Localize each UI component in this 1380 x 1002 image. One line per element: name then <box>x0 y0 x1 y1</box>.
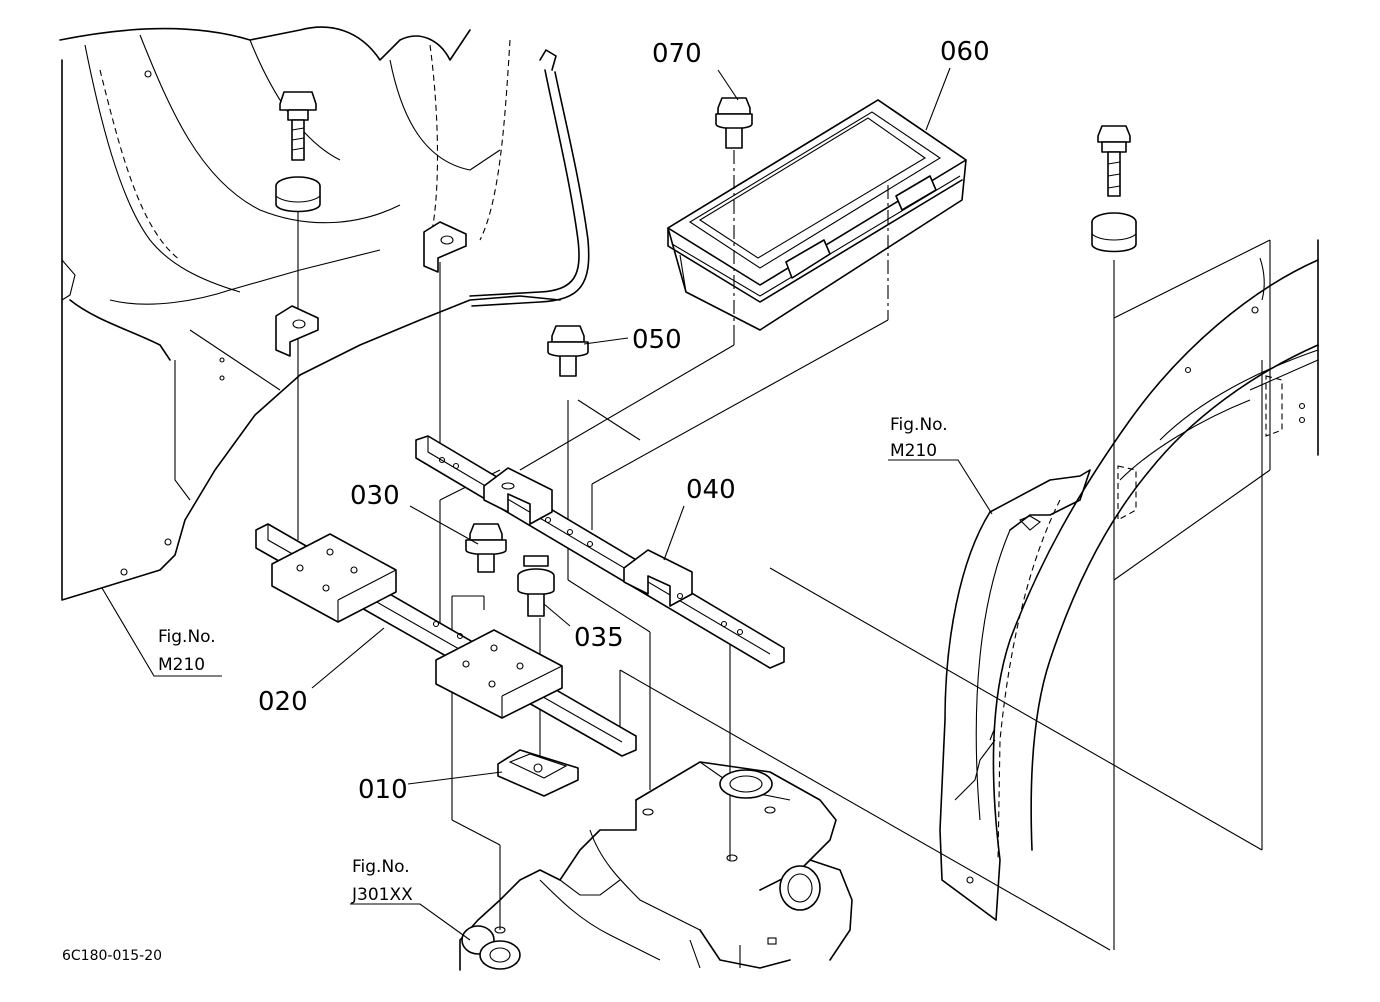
transmission-housing <box>459 761 853 971</box>
ref-right-line2: M210 <box>890 441 937 461</box>
ref-right-fig: Fig.No. M210 <box>888 415 993 515</box>
part-label-060: 060 <box>940 37 990 67</box>
bolt-030 <box>465 523 507 573</box>
clip-010 <box>497 749 579 797</box>
right-rubber-collar <box>1091 212 1137 253</box>
ref-left-line2: M210 <box>158 655 205 675</box>
left-mount-bolt <box>279 91 317 161</box>
part-label-010: 010 <box>358 775 408 805</box>
bolt-035 <box>517 555 555 617</box>
rail-020 <box>255 523 637 757</box>
part-label-070: 070 <box>652 39 702 69</box>
part-label-050: 050 <box>632 325 682 355</box>
left-bracket-rear <box>423 221 467 273</box>
part-label-030: 030 <box>350 481 400 511</box>
tool-box <box>667 99 967 331</box>
right-mount-bolt <box>1097 125 1131 197</box>
leaders <box>311 67 951 785</box>
ref-left-line1: Fig.No. <box>158 627 216 647</box>
bolt-050 <box>547 325 589 377</box>
assembly-lines <box>439 310 1111 951</box>
part-label-040: 040 <box>686 475 736 505</box>
ref-bottom-line2: J301XX <box>351 885 413 905</box>
ref-left-fig: Fig.No. M210 <box>101 587 222 677</box>
left-bracket-front <box>275 305 319 357</box>
part-label-035: 035 <box>574 623 624 653</box>
guide-rod <box>469 49 590 307</box>
right-fender <box>939 239 1319 921</box>
ref-bottom-fig: Fig.No. J301XX <box>350 857 471 941</box>
part-label-020: 020 <box>258 687 308 717</box>
diagram-code: 6C180-015-20 <box>62 948 162 964</box>
ref-bottom-line1: Fig.No. <box>352 857 410 877</box>
ref-right-line1: Fig.No. <box>890 415 948 435</box>
rail-040 <box>415 435 785 669</box>
bolt-070 <box>715 97 753 149</box>
right-assembly-lines <box>769 239 1271 950</box>
left-rubber-collar <box>275 176 321 213</box>
